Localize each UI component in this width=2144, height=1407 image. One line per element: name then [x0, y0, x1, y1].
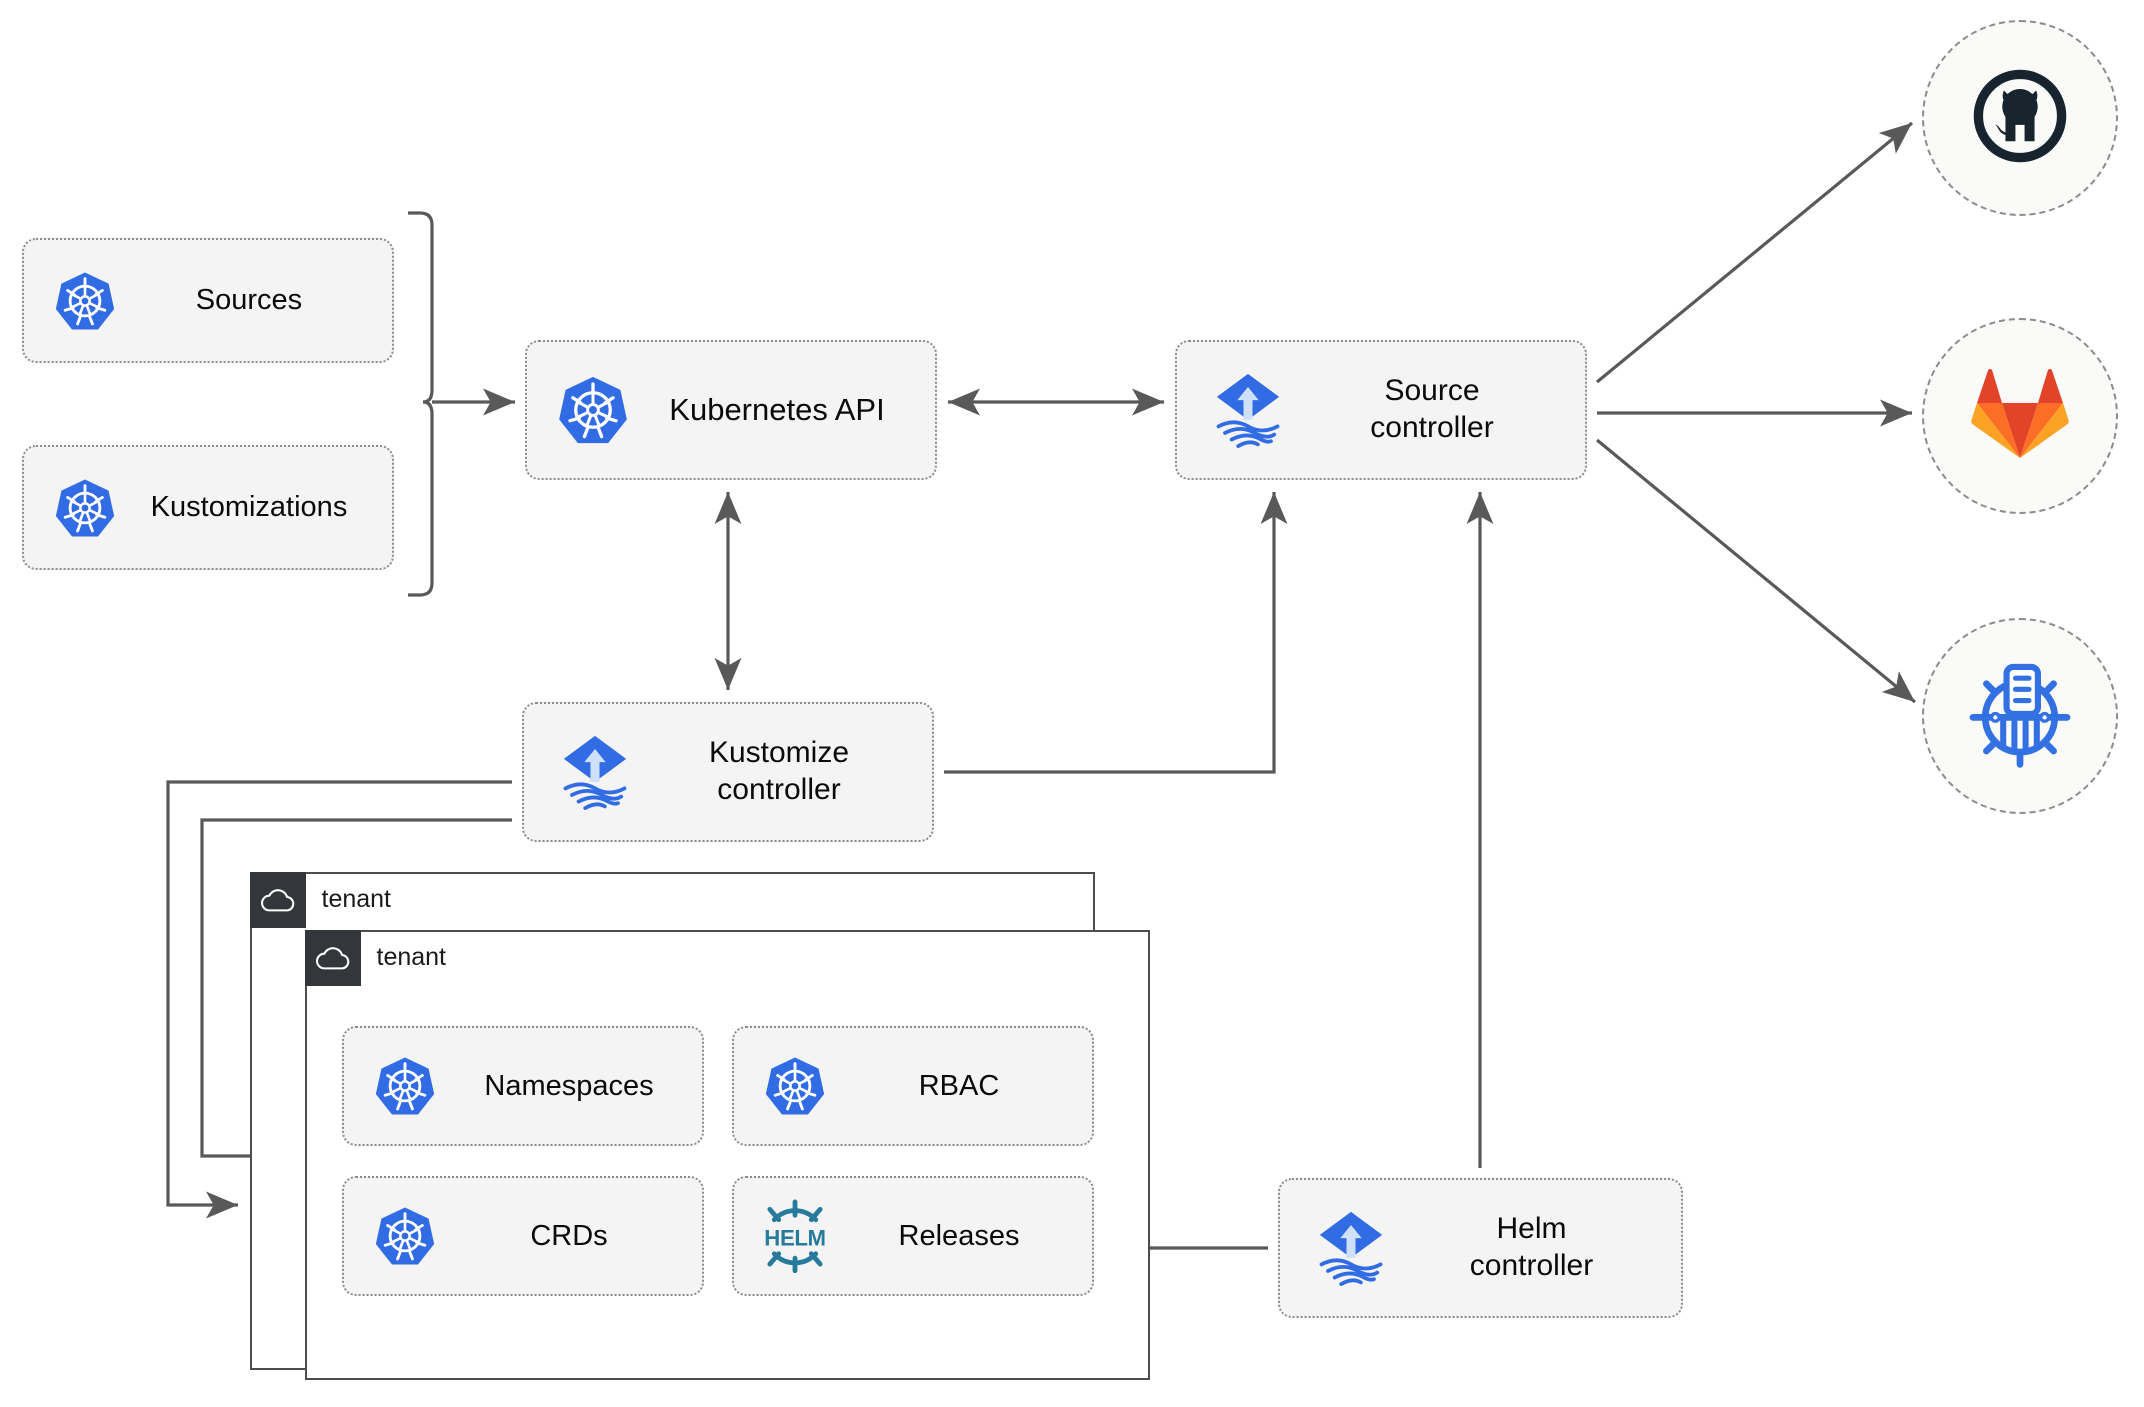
node-source-controller-label: Source controller: [1370, 374, 1494, 444]
repo-helm-repository[interactable]: [1922, 618, 2118, 814]
edge-kustomize-controller-source-controller: [944, 492, 1288, 774]
kubernetes-icon: [362, 1055, 448, 1117]
kubernetes-icon: [54, 270, 116, 332]
node-sources[interactable]: Sources: [22, 238, 394, 363]
tenant-label: tenant: [376, 943, 447, 971]
flux-icon: [554, 731, 636, 813]
kubernetes-icon: [557, 374, 629, 446]
svg-text:HELM: HELM: [764, 1226, 825, 1251]
repo-github[interactable]: [1922, 20, 2118, 216]
helm-icon: HELM: [752, 1199, 838, 1273]
tile-releases-label: Releases: [898, 1219, 1020, 1252]
repo-gitlab[interactable]: [1922, 318, 2118, 514]
kubernetes-icon: [362, 1205, 448, 1267]
node-sources-label: Sources: [195, 283, 303, 316]
flux-icon: [1207, 369, 1289, 451]
tile-releases[interactable]: HELM Releases: [732, 1176, 1094, 1296]
edge-source-controller-github: [1595, 121, 1914, 384]
edge-group-bracket: [408, 211, 434, 597]
tenant-label: tenant: [321, 885, 392, 913]
tile-rbac-label: RBAC: [918, 1069, 1000, 1102]
kubernetes-icon: [54, 477, 116, 539]
node-kustomize-controller[interactable]: Kustomize controller: [522, 702, 934, 842]
cloud-icon: [304, 929, 361, 986]
helm-repository-icon: [1964, 658, 2076, 775]
tile-crds-label: CRDs: [530, 1219, 608, 1252]
cloud-icon: [249, 871, 306, 928]
gitlab-icon: [1970, 366, 2070, 467]
node-helm-controller[interactable]: Helm controller: [1278, 1178, 1683, 1318]
tile-crds[interactable]: CRDs: [342, 1176, 704, 1296]
tenant-container-inner[interactable]: tenant: [304, 929, 1150, 1380]
node-kubernetes-api-label: Kubernetes API: [669, 392, 885, 428]
tile-rbac[interactable]: RBAC: [732, 1026, 1094, 1146]
github-icon: [1968, 64, 2072, 173]
node-kustomize-controller-label: Kustomize controller: [708, 736, 850, 806]
node-source-controller[interactable]: Source controller: [1175, 340, 1587, 480]
tenant-tab: tenant: [249, 871, 392, 928]
tenant-tab: tenant: [304, 929, 447, 986]
tile-namespaces-label: Namespaces: [484, 1069, 654, 1102]
flux-icon: [1310, 1207, 1392, 1289]
tile-namespaces[interactable]: Namespaces: [342, 1026, 704, 1146]
node-kustomizations-label: Kustomizations: [150, 490, 348, 523]
edge-source-controller-helm-repository: [1595, 438, 1917, 704]
node-kubernetes-api[interactable]: Kubernetes API: [525, 340, 937, 480]
kubernetes-icon: [752, 1055, 838, 1117]
node-kustomizations[interactable]: Kustomizations: [22, 445, 394, 570]
node-helm-controller-label: Helm controller: [1469, 1212, 1594, 1282]
